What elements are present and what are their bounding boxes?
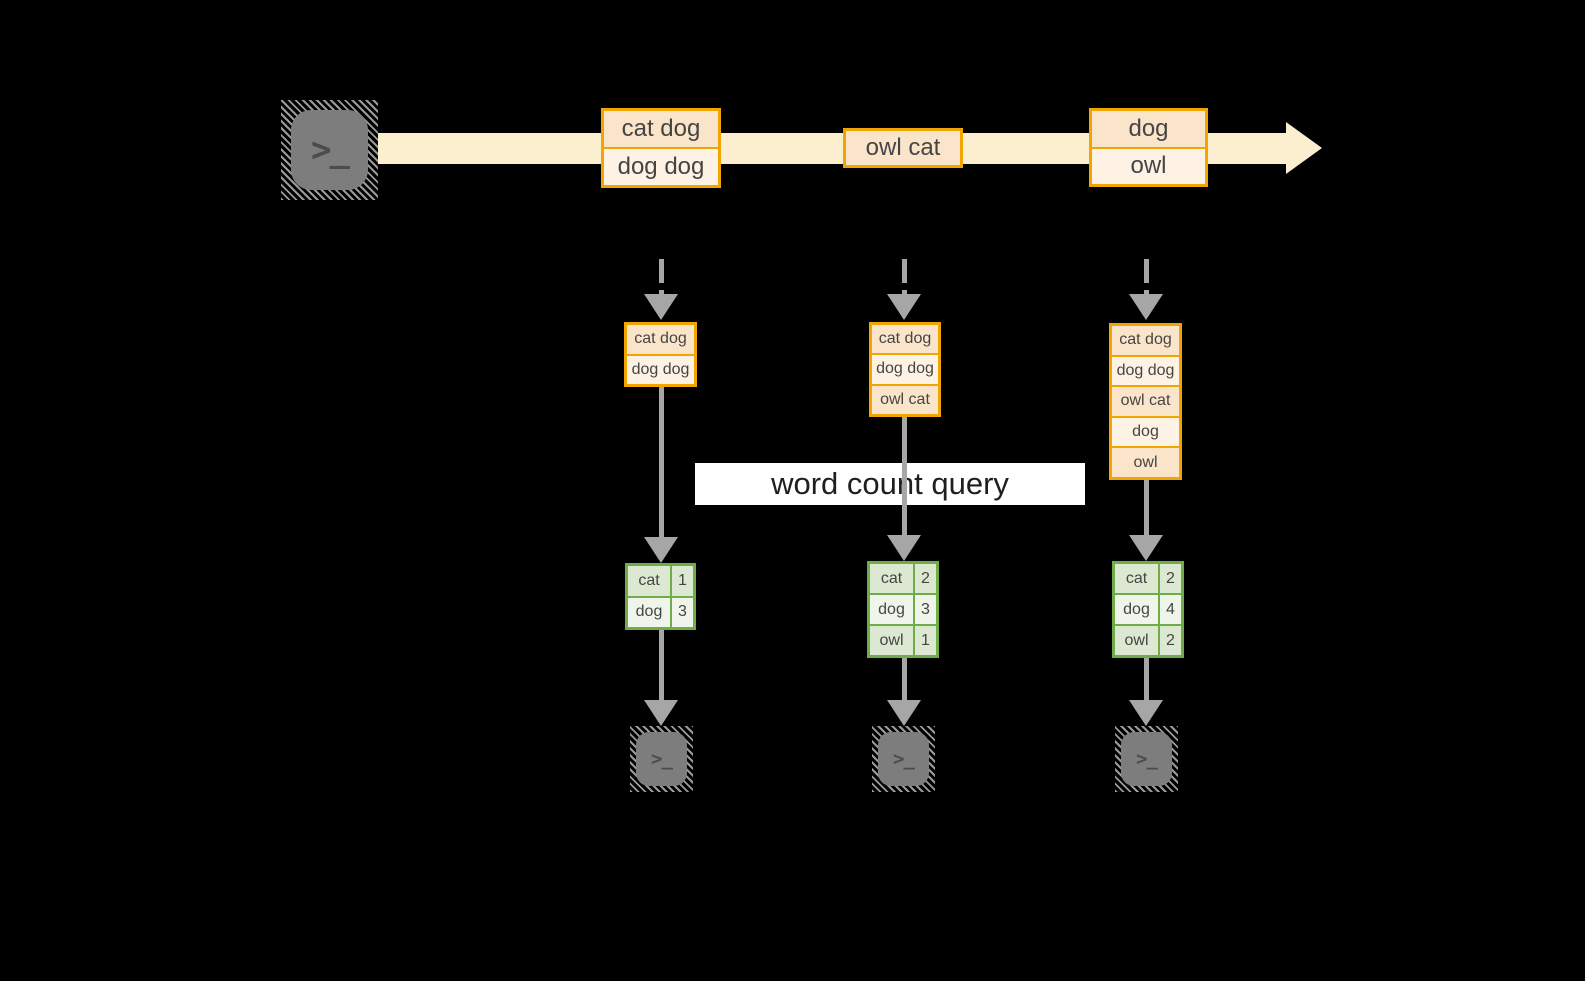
count-table-3: cat 2 dog 4 owl 2 xyxy=(1112,561,1184,658)
arrow-down-icon xyxy=(1128,658,1164,726)
stream-batch-cell: dog dog xyxy=(604,147,718,185)
arrow-down-icon xyxy=(886,417,922,561)
count-value-cell: 2 xyxy=(1160,564,1181,593)
terminal-icon: >_ xyxy=(1115,726,1178,792)
count-word-cell: dog xyxy=(1115,595,1158,624)
count-word-cell: cat xyxy=(628,566,670,596)
arrow-down-icon xyxy=(1128,480,1164,561)
count-table-2: cat 2 dog 3 owl 1 xyxy=(867,561,939,658)
count-table-1: cat 1 dog 3 xyxy=(625,563,696,630)
count-word-cell: owl xyxy=(1115,626,1158,655)
terminal-glyph-icon: >_ xyxy=(636,732,687,786)
stream-batch-2: owl cat xyxy=(843,128,963,168)
terminal-glyph-icon: >_ xyxy=(291,110,368,190)
arrow-down-icon xyxy=(643,387,679,563)
state-cell: cat dog xyxy=(872,325,938,354)
query-banner: word count query xyxy=(695,463,1085,505)
state-cell: owl xyxy=(1112,446,1179,477)
state-cell: dog dog xyxy=(1112,354,1179,386)
stream-batch-cell: owl xyxy=(1092,146,1205,184)
state-cell: owl cat xyxy=(1112,385,1179,416)
count-word-cell: owl xyxy=(870,626,913,655)
dashed-arrow-down-icon xyxy=(1128,259,1164,322)
count-value-cell: 2 xyxy=(915,564,936,593)
stream-batch-cell: owl cat xyxy=(846,131,960,165)
terminal-icon: >_ xyxy=(872,726,935,792)
arrow-down-icon xyxy=(886,658,922,726)
arrow-down-icon xyxy=(643,630,679,726)
dashed-arrow-down-icon xyxy=(886,259,922,322)
state-box-1: cat dog dog dog xyxy=(624,322,697,387)
state-cell: dog xyxy=(1112,415,1179,447)
terminal-icon: >_ xyxy=(630,726,693,792)
count-value-cell: 2 xyxy=(1160,626,1181,655)
dashed-arrow-down-icon xyxy=(643,259,679,322)
stream-batch-cell: dog xyxy=(1092,111,1205,147)
count-value-cell: 3 xyxy=(672,597,693,627)
count-word-cell: cat xyxy=(1115,564,1158,593)
state-cell: cat dog xyxy=(1112,326,1179,355)
terminal-icon: >_ xyxy=(281,100,378,200)
stream-batch-1: cat dog dog dog xyxy=(601,108,721,188)
state-cell: dog dog xyxy=(872,353,938,384)
state-cell: dog dog xyxy=(627,353,694,384)
count-value-cell: 3 xyxy=(915,595,936,624)
terminal-glyph-icon: >_ xyxy=(1121,732,1172,786)
stream-arrow-head-icon xyxy=(1286,122,1322,174)
count-value-cell: 4 xyxy=(1160,595,1181,624)
count-word-cell: dog xyxy=(870,595,913,624)
count-value-cell: 1 xyxy=(915,626,936,655)
stream-batch-cell: cat dog xyxy=(604,111,718,147)
count-word-cell: cat xyxy=(870,564,913,593)
state-box-2: cat dog dog dog owl cat xyxy=(869,322,941,417)
state-box-3: cat dog dog dog owl cat dog owl xyxy=(1109,323,1182,480)
count-value-cell: 1 xyxy=(672,566,693,596)
count-word-cell: dog xyxy=(628,597,670,627)
state-cell: cat dog xyxy=(627,325,694,354)
terminal-glyph-icon: >_ xyxy=(878,732,929,786)
state-cell: owl cat xyxy=(872,383,938,414)
stream-batch-3: dog owl xyxy=(1089,108,1208,187)
